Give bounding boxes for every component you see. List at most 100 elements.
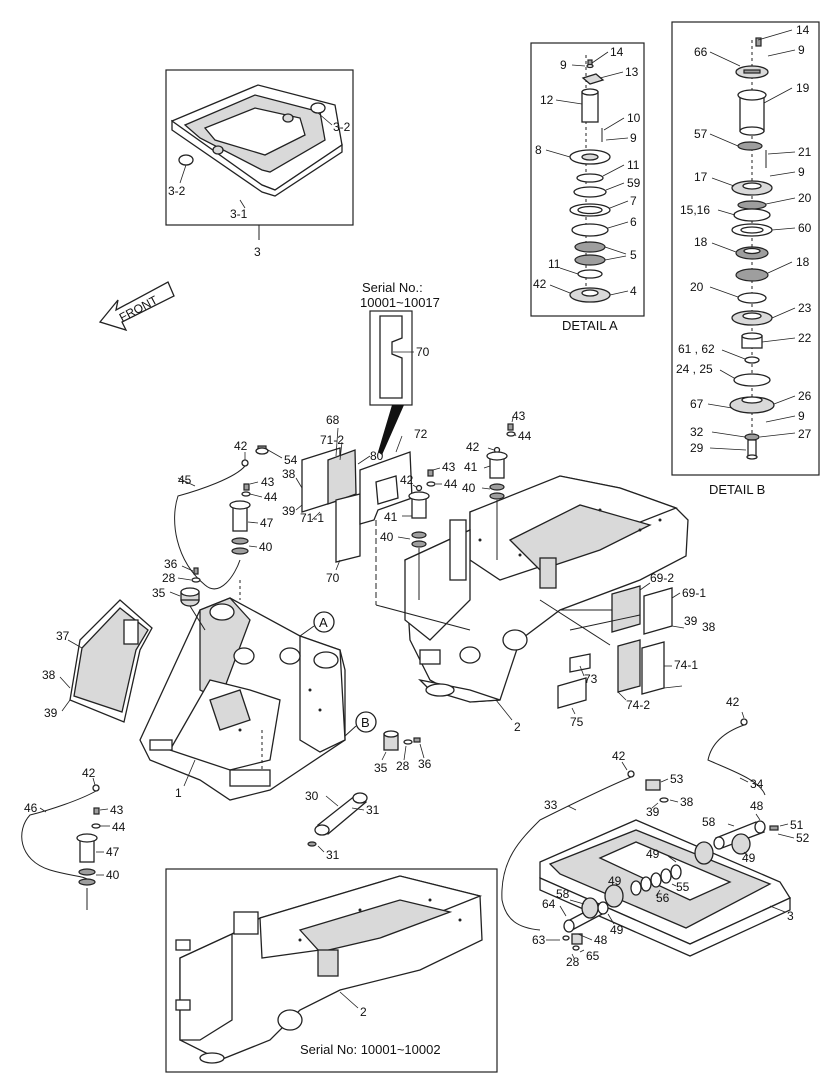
label-69-2: 69-2 [650, 571, 674, 585]
label-39: 39 [282, 504, 296, 518]
oscillating-frame-part-3: 42 34 42 33 53 39 38 3 [501, 695, 810, 969]
detail-b-label-66: 66 [694, 45, 708, 59]
label-71-2: 71-2 [320, 433, 344, 447]
label-43: 43 [442, 460, 456, 474]
label-28: 28 [396, 759, 410, 773]
label-42: 42 [466, 440, 480, 454]
detail-a-label-5: 5 [630, 248, 637, 262]
label-35: 35 [152, 586, 166, 600]
label-55: 55 [676, 880, 690, 894]
label-28: 28 [566, 955, 580, 969]
bump-stop-lower: 35 28 36 [374, 730, 432, 775]
label-2: 2 [360, 1005, 367, 1019]
label-31: 31 [366, 803, 380, 817]
label-3-1: 3-1 [230, 207, 248, 221]
label-51: 51 [790, 818, 804, 832]
label-43: 43 [110, 803, 124, 817]
serial-frame-box: 2 Serial No: 10001~10002 [165, 868, 498, 1073]
label-63: 63 [532, 933, 546, 947]
label-42: 42 [234, 439, 248, 453]
label-34: 34 [750, 777, 764, 791]
detail-b-label-18: 18 [796, 255, 810, 269]
detail-a-label-9: 9 [560, 58, 567, 72]
label-40: 40 [106, 868, 120, 882]
detail-b-label-32: 32 [690, 425, 704, 439]
pin-stack-centre: 43 44 42 41 40 43 42 44 41 40 [380, 409, 532, 548]
label-70: 70 [326, 571, 340, 585]
label-42: 42 [726, 695, 740, 709]
label-42: 42 [400, 473, 414, 487]
label-68: 68 [326, 413, 340, 427]
label-73: 73 [584, 672, 598, 686]
side-plates-group: 69-2 69-1 39 38 73 74-1 74-2 75 [539, 571, 716, 729]
label-71-1: 71-1 [300, 511, 324, 525]
detail-a-label-6: 6 [630, 215, 637, 229]
detail-b-label-20: 20 [690, 280, 704, 294]
label-41: 41 [464, 460, 478, 474]
detail-a-label-59: 59 [627, 176, 641, 190]
detail-a-label-7: 7 [630, 194, 637, 208]
label-46: 46 [24, 801, 38, 815]
detail-b-label-18: 18 [694, 235, 708, 249]
detail-a-label-42: 42 [533, 277, 547, 291]
label-58: 58 [702, 815, 716, 829]
label-3: 3 [787, 909, 794, 923]
detail-b-label-24-25: 24 , 25 [676, 362, 713, 376]
label-52: 52 [796, 831, 810, 845]
label-3-2: 3-2 [333, 120, 351, 134]
link-bar-30: 30 31 31 [305, 789, 380, 862]
front-frame-part-1: 1 A B [139, 580, 377, 801]
detail-b-label-61-62: 61 , 62 [678, 342, 715, 356]
label-64: 64 [542, 897, 556, 911]
label-36: 36 [164, 557, 178, 571]
label-3-2: 3-2 [168, 184, 186, 198]
pin-stack-lower-left: 42 46 43 44 47 40 [21, 766, 126, 910]
detail-a-label-4: 4 [630, 284, 637, 298]
serial-title: Serial No.: [362, 280, 423, 295]
label-44: 44 [112, 820, 126, 834]
label-49: 49 [742, 851, 756, 865]
detail-a-label-11: 11 [627, 158, 640, 172]
shim-plates-group: 68 71-2 72 80 38 39 71-1 70 [282, 413, 428, 585]
detail-b-label-14: 14 [796, 23, 810, 37]
label-44: 44 [518, 429, 532, 443]
detail-b-label-9: 9 [798, 409, 805, 423]
label-38: 38 [42, 668, 56, 682]
detail-b-label-57: 57 [694, 127, 708, 141]
label-36: 36 [418, 757, 432, 771]
label-56: 56 [656, 891, 670, 905]
detail-b-label-9: 9 [798, 43, 805, 57]
label-3: 3 [254, 245, 261, 259]
label-39: 39 [684, 614, 698, 628]
detail-b-label-20: 20 [798, 191, 812, 205]
label-48: 48 [594, 933, 608, 947]
serial-range: 10001~10017 [360, 295, 440, 310]
detail-b-label-67: 67 [690, 397, 704, 411]
detail-a-label-9: 9 [630, 131, 637, 145]
label-42: 42 [82, 766, 96, 780]
label-58: 58 [556, 887, 570, 901]
callout-b: B [361, 715, 370, 730]
detail-b-label-60: 60 [798, 221, 812, 235]
label-40: 40 [462, 481, 476, 495]
detail-b-label-17: 17 [694, 170, 708, 184]
label-80: 80 [370, 449, 384, 463]
label-43: 43 [512, 409, 526, 423]
label-31: 31 [326, 848, 340, 862]
detail-b-label-9: 9 [798, 165, 805, 179]
detail-b-label-23: 23 [798, 301, 812, 315]
detail-a-label-14: 14 [610, 45, 624, 59]
label-41: 41 [384, 510, 398, 524]
detail-b-label-19: 19 [796, 81, 810, 95]
label-40: 40 [259, 540, 273, 554]
label-43: 43 [261, 475, 275, 489]
label-30: 30 [305, 789, 319, 803]
serial-bottom: Serial No: 10001~10002 [300, 1042, 441, 1057]
detail-a-label-8: 8 [535, 143, 542, 157]
label-49: 49 [610, 923, 624, 937]
label-28: 28 [162, 571, 176, 585]
label-33: 33 [544, 798, 558, 812]
label-44: 44 [444, 477, 458, 491]
detail-a-label-10: 10 [627, 111, 641, 125]
